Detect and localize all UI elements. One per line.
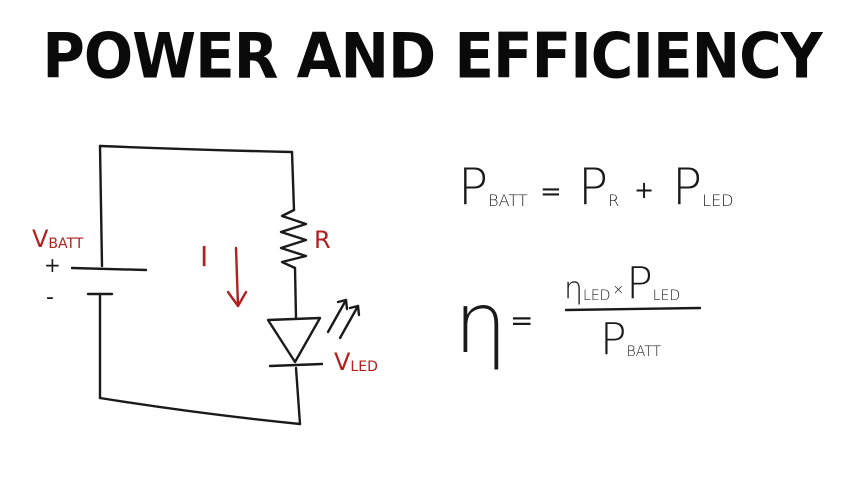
led-emission-arrow-2: [338, 304, 360, 340]
wire-right-bottom: [294, 366, 302, 426]
current-label: I: [200, 240, 208, 273]
led-symbol: [266, 298, 361, 368]
wire-right-top: [290, 150, 296, 212]
battery-voltage-label: VBATT: [32, 225, 84, 253]
wire-top: [98, 144, 294, 154]
wire-left-top: [98, 144, 104, 268]
led-emission-arrow-1: [326, 298, 348, 334]
efficiency-equation: η = ηLED×PLED PBATT: [454, 258, 702, 372]
current-arrow-head: [226, 290, 248, 308]
eq1-plus: +: [634, 176, 654, 204]
power-equation: PBATT = PR + PLED: [458, 158, 734, 216]
battery-long-plate: [70, 266, 148, 272]
eq2-equals: =: [510, 304, 533, 337]
battery-minus-sign: -: [46, 285, 54, 310]
wire-right-mid: [293, 266, 298, 320]
circuit-wires: [98, 144, 302, 426]
eq1-term-led: PLED: [672, 158, 734, 216]
battery-plus-sign: +: [44, 253, 61, 277]
eq2-fraction-bar: [564, 306, 702, 312]
eq2-denominator: PBATT: [600, 314, 662, 365]
wire-bottom: [98, 396, 302, 426]
led-emission-head-1: [336, 298, 349, 311]
resistor-label: R: [314, 226, 331, 254]
eq1-term-resistor: PR: [578, 158, 619, 216]
led-triangle: [266, 316, 322, 364]
current-arrow-shaft: [234, 246, 240, 308]
eq2-numerator: ηLED×PLED: [564, 258, 680, 309]
resistor-symbol: [279, 208, 308, 270]
led-emission-head-2: [348, 304, 361, 317]
battery-symbol: [70, 266, 148, 296]
current-arrow: [226, 246, 248, 308]
led-bar: [268, 362, 324, 368]
eq2-eta: η: [454, 274, 507, 372]
page-title: POWER AND EFFICIENCY: [42, 19, 822, 93]
eq1-lhs: PBATT: [458, 158, 528, 216]
eq1-equals: =: [540, 177, 562, 207]
led-voltage-label: VLED: [334, 348, 378, 376]
